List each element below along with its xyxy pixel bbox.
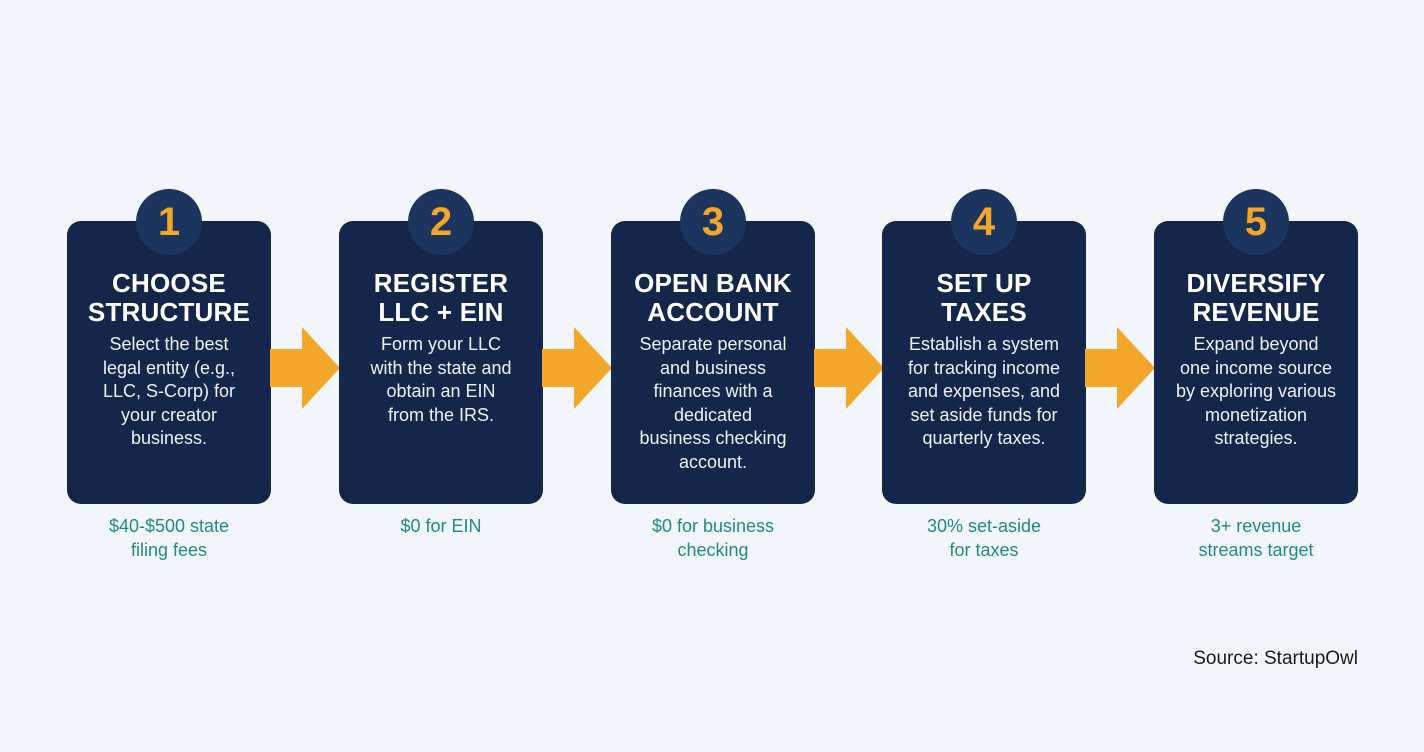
arrow-right-icon — [1085, 327, 1155, 409]
step-card: DIVERSIFY REVENUE Expand beyond one inco… — [1154, 221, 1358, 504]
step-cost-note: 30% set-aside for taxes — [926, 516, 1042, 560]
step-title: SET UP TAXES — [936, 268, 1032, 327]
step-number-badge: 1 — [136, 189, 202, 255]
step-number-badge: 5 — [1223, 189, 1289, 255]
arrow-right-icon — [270, 327, 340, 409]
step-title: DIVERSIFY REVENUE — [1186, 268, 1326, 327]
step-title: OPEN BANK ACCOUNT — [634, 268, 792, 327]
step-card: SET UP TAXES Establish a system for trac… — [882, 221, 1086, 504]
step-number-badge: 2 — [408, 189, 474, 255]
step-description: Establish a system for tracking income a… — [907, 334, 1061, 448]
arrow-right-icon — [542, 327, 612, 409]
step-description: Expand beyond one income source by explo… — [1175, 334, 1337, 448]
step-cost-note: $0 for business checking — [651, 516, 775, 560]
step-cost-note: $40-$500 state filing fees — [108, 516, 230, 560]
step-number-badge: 3 — [680, 189, 746, 255]
step-card: OPEN BANK ACCOUNT Separate personal and … — [611, 221, 815, 504]
step-number-badge: 4 — [951, 189, 1017, 255]
step-description: Select the best legal entity (e.g., LLC,… — [102, 334, 236, 448]
step-title: REGISTER LLC + EIN — [373, 268, 509, 327]
source-attribution: Source: StartupOwl — [1193, 648, 1358, 669]
step-title: CHOOSE STRUCTURE — [87, 268, 251, 327]
step-card: REGISTER LLC + EIN Form your LLC with th… — [339, 221, 543, 504]
step-cost-note: $0 for EIN — [400, 516, 482, 536]
step-description: Separate personal and business finances … — [639, 334, 787, 472]
step-cost-note: 3+ revenue streams target — [1198, 516, 1314, 560]
step-card: CHOOSE STRUCTURE Select the best legal e… — [67, 221, 271, 504]
step-description: Form your LLC with the state and obtain … — [370, 334, 512, 425]
arrow-right-icon — [814, 327, 884, 409]
